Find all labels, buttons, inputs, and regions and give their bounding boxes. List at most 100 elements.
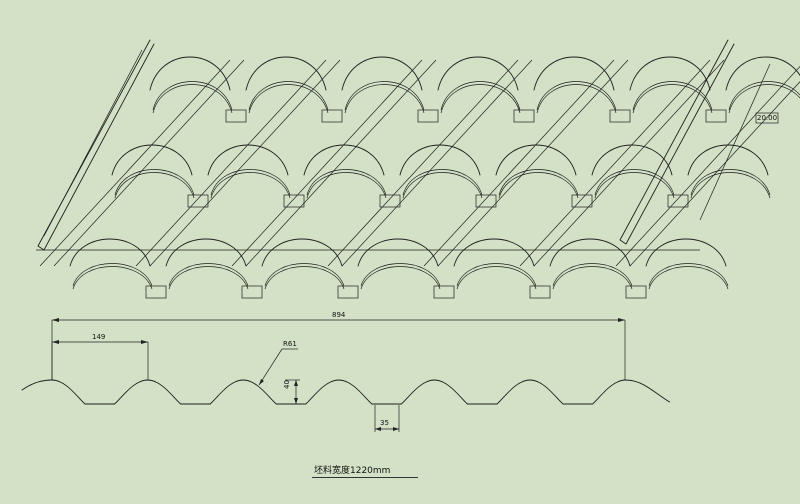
tile-step-arc [152, 81, 233, 111]
valley-step-block [283, 194, 305, 208]
valley-step-block [417, 109, 439, 123]
total-width-dimension [51, 318, 626, 380]
valley-step-block [337, 285, 359, 299]
profile-curve [21, 379, 671, 405]
valley-step-block [145, 285, 167, 299]
tile-step-arc [264, 263, 345, 287]
valley-line [53, 59, 245, 267]
valley-line [231, 59, 423, 267]
valley-line [149, 59, 341, 267]
tile-step-arc [248, 84, 329, 114]
blank-width-caption: 坯料宽度1220mm [314, 466, 391, 476]
tile-step-arc [344, 81, 425, 111]
tile-step-arc [402, 169, 483, 196]
total-width-label: 894 [332, 311, 346, 319]
valley-line [533, 59, 725, 267]
valley-line [423, 59, 615, 267]
tile-crest [149, 56, 231, 91]
tile-crest [533, 56, 615, 91]
valley-step-block [225, 109, 247, 123]
tile-step-arc [264, 266, 345, 290]
valley-dimension [374, 405, 400, 432]
tile-step-arc [498, 169, 579, 196]
valley-line [615, 65, 800, 267]
tile-crest [69, 238, 151, 267]
valley-step-block [379, 194, 401, 208]
tile-step-arc [344, 84, 425, 114]
tile-step-arc [498, 172, 579, 199]
valley-line [341, 59, 533, 267]
tile-step-arc [552, 266, 633, 290]
caption-underline [312, 477, 418, 478]
valley-line [437, 59, 629, 267]
pitch-label: 149 [92, 333, 106, 341]
tile-step-arc [552, 263, 633, 287]
valley-step-block [187, 194, 209, 208]
valley-line [327, 59, 519, 267]
valley-step-block [433, 285, 455, 299]
tile-crest [629, 56, 711, 91]
tile-crest [357, 238, 439, 267]
valley-step-block [667, 194, 689, 208]
radius-leader [258, 348, 298, 386]
depth-dimension [285, 379, 300, 405]
tile-step-arc [306, 172, 387, 199]
tile-step-arc [402, 172, 483, 199]
tile-step-arc [632, 81, 713, 111]
tile-step-arc [72, 263, 153, 287]
valley-step-block [571, 194, 593, 208]
tile-step-arc [536, 81, 617, 111]
tile-step-arc [648, 263, 729, 287]
tile-step-arc [632, 84, 713, 114]
tile-step-arc [248, 81, 329, 111]
tile-step-arc [456, 263, 537, 287]
valley-line [135, 59, 327, 267]
tile-crest [261, 238, 343, 267]
valley-step-block [241, 285, 263, 299]
tile-crest [437, 56, 519, 91]
right-edge-inner [699, 63, 771, 221]
height-tag-box [755, 112, 779, 124]
tile-step-arc [306, 169, 387, 196]
tile-step-arc [536, 84, 617, 114]
tile-step-arc [168, 263, 249, 287]
tile-step-arc [114, 172, 195, 199]
tile-step-arc [72, 266, 153, 290]
depth-label: 40 [283, 380, 291, 389]
valley-step-block [609, 109, 631, 123]
valley-step-block [475, 194, 497, 208]
tile-step-arc [648, 266, 729, 290]
tile-step-arc [210, 172, 291, 199]
tile-step-arc [456, 266, 537, 290]
left-edge-inner [43, 49, 143, 237]
isometric-roof-tile-view [36, 39, 800, 299]
pitch-dimension [51, 340, 149, 380]
left-edge [37, 39, 155, 251]
valley-step-block [705, 109, 727, 123]
valley-line [245, 59, 437, 267]
tile-step-arc [152, 84, 233, 114]
tile-step-arc [440, 81, 521, 111]
tile-step-arc [360, 266, 441, 290]
tile-crest [725, 56, 800, 91]
tile-step-arc [440, 84, 521, 114]
tile-step-arc [114, 169, 195, 196]
tile-step-arc [594, 172, 675, 199]
right-edge [619, 39, 735, 245]
valley-label: 35 [380, 419, 389, 427]
tile-crest [165, 238, 247, 267]
tile-step-arc [728, 84, 800, 114]
tile-step-arc [210, 169, 291, 196]
tile-crest [645, 238, 727, 267]
tile-step-arc [360, 263, 441, 287]
valley-step-block [321, 109, 343, 123]
tile-step-arc [728, 81, 800, 111]
tile-crest [549, 238, 631, 267]
tile-step-arc [690, 172, 771, 199]
tile-step-arc [168, 266, 249, 290]
tile-crest [245, 56, 327, 91]
valley-step-block [529, 285, 551, 299]
radius-label: R61 [283, 340, 297, 348]
